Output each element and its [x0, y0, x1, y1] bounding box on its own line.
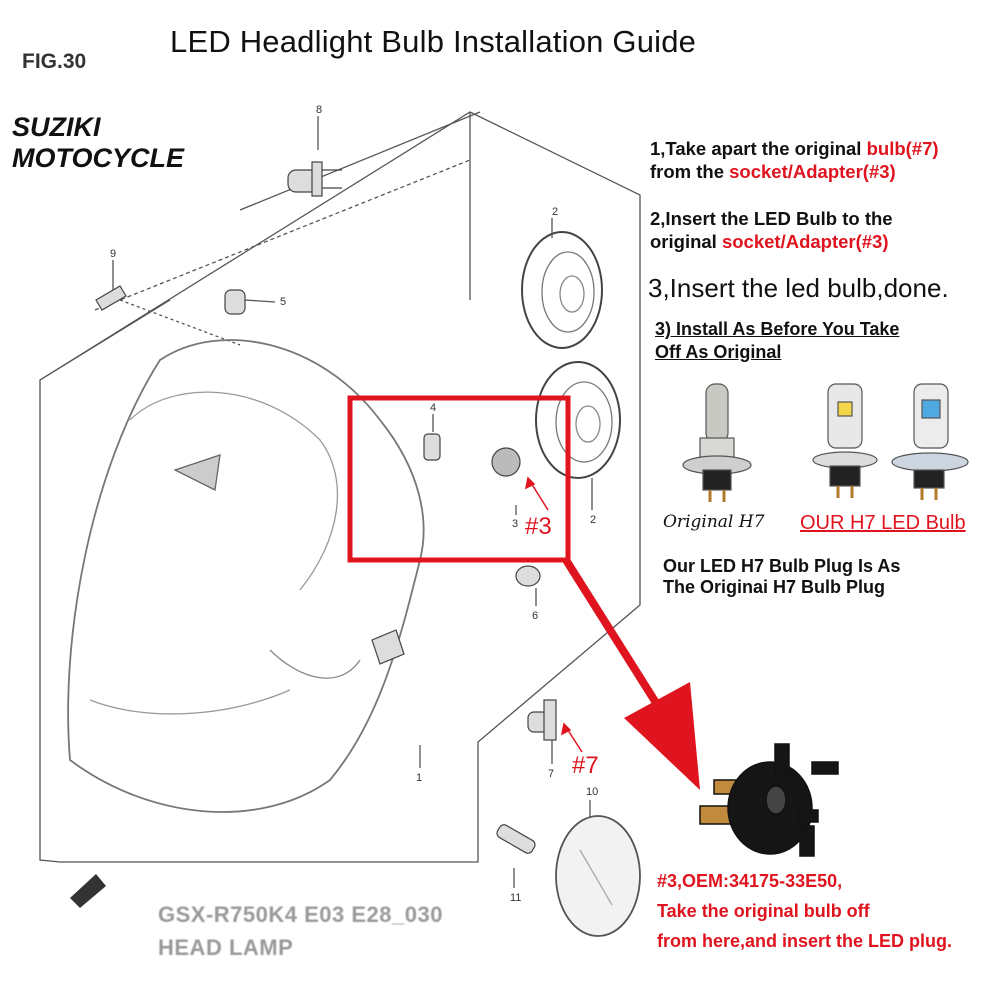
socket-adapter-image: [699, 743, 839, 857]
step-2-socket-ref: socket/Adapter(#3): [721, 231, 889, 252]
bulb-part-7: [527, 699, 557, 741]
clip-part-4: [423, 433, 441, 461]
step-1-text-2: from the: [650, 161, 730, 182]
step-3: 3,Insert the led bulb,done.: [648, 273, 949, 303]
step-2-text-2: original: [650, 231, 722, 252]
fwd-arrow-icon: [70, 874, 106, 908]
callout-part-7: #7: [572, 752, 599, 779]
bulb-part-6: [515, 565, 541, 587]
part-number-7: 7: [548, 768, 555, 780]
step-3-note-line-1: 3) Install As Before You Take: [655, 319, 900, 339]
plug-note-line-2: The Originai H7 Bulb Plug: [663, 577, 886, 597]
oem-line-3: from here,and insert the LED plug.: [657, 931, 953, 951]
bolt-part-11: [496, 824, 536, 854]
led-h7-bulb-blue-image: [891, 383, 969, 500]
step-1: 1,Take apart the original bulb(#7) from …: [650, 137, 939, 183]
callout-part-3: #3: [525, 513, 552, 540]
part-number-2a: 2: [552, 206, 559, 218]
grommet-part-5: [224, 289, 246, 315]
led-h7-bulb-white-image: [812, 383, 878, 498]
headlamp-body: [67, 339, 425, 813]
led-bulb-caption: OUR H7 LED Bulb: [800, 512, 966, 534]
model-line-1: GSX-R750K4 E03 E28_030: [158, 902, 443, 927]
part-number-11: 11: [510, 892, 522, 904]
step-1-text: 1,Take apart the original: [650, 138, 867, 159]
reflector-upper: [521, 231, 603, 349]
step-1-socket-ref: socket/Adapter(#3): [729, 161, 896, 182]
diagram-frame: [39, 111, 641, 863]
lens-cap: [555, 815, 641, 937]
part-number-8: 8: [316, 104, 323, 116]
page-title: LED Headlight Bulb Installation Guide: [170, 24, 697, 59]
step-1-bulb-ref: bulb(#7): [866, 138, 939, 159]
screw-part-9: [95, 285, 127, 311]
brand-line-2: MOTOCYCLE: [12, 143, 185, 173]
step-2-text: 2,Insert the LED Bulb to the: [650, 208, 893, 229]
model-line-2: HEAD LAMP: [158, 935, 294, 960]
brand-line-1: SUZIKI: [12, 112, 101, 142]
original-h7-bulb-image: [682, 383, 752, 502]
brand-label: SUZIKI MOTOCYCLE: [12, 112, 184, 174]
oem-note: #3,OEM:34175-33E50, Take the original bu…: [657, 866, 952, 956]
part-number-6: 6: [532, 610, 539, 622]
figure-label: FIG.30: [22, 50, 87, 73]
part-number-4: 4: [430, 402, 437, 414]
original-bulb-caption: Original H7: [663, 512, 765, 532]
part-number-3: 3: [512, 518, 519, 530]
step-3-note-line-2: Off As Original: [655, 342, 782, 362]
bulb-icon: [287, 161, 342, 197]
knob: [371, 629, 405, 665]
plug-note-line-1: Our LED H7 Bulb Plug Is As: [663, 556, 901, 576]
model-code: GSX-R750K4 E03 E28_030 HEAD LAMP: [158, 898, 443, 964]
step-3-note: 3) Install As Before You Take Off As Ori…: [655, 318, 899, 364]
reflector-lower: [535, 361, 621, 479]
part-number-1: 1: [416, 772, 423, 784]
part-number-9: 9: [110, 248, 117, 260]
socket-part-3: [491, 447, 521, 477]
part-number-10: 10: [586, 786, 599, 798]
plug-note: Our LED H7 Bulb Plug Is As The Originai …: [663, 556, 900, 598]
step-2: 2,Insert the LED Bulb to the original so…: [650, 207, 893, 253]
part-number-2b: 2: [590, 514, 597, 526]
oem-line-2: Take the original bulb off: [657, 901, 870, 921]
part-number-5: 5: [280, 296, 287, 308]
oem-line-1: #3,OEM:34175-33E50,: [657, 871, 843, 891]
